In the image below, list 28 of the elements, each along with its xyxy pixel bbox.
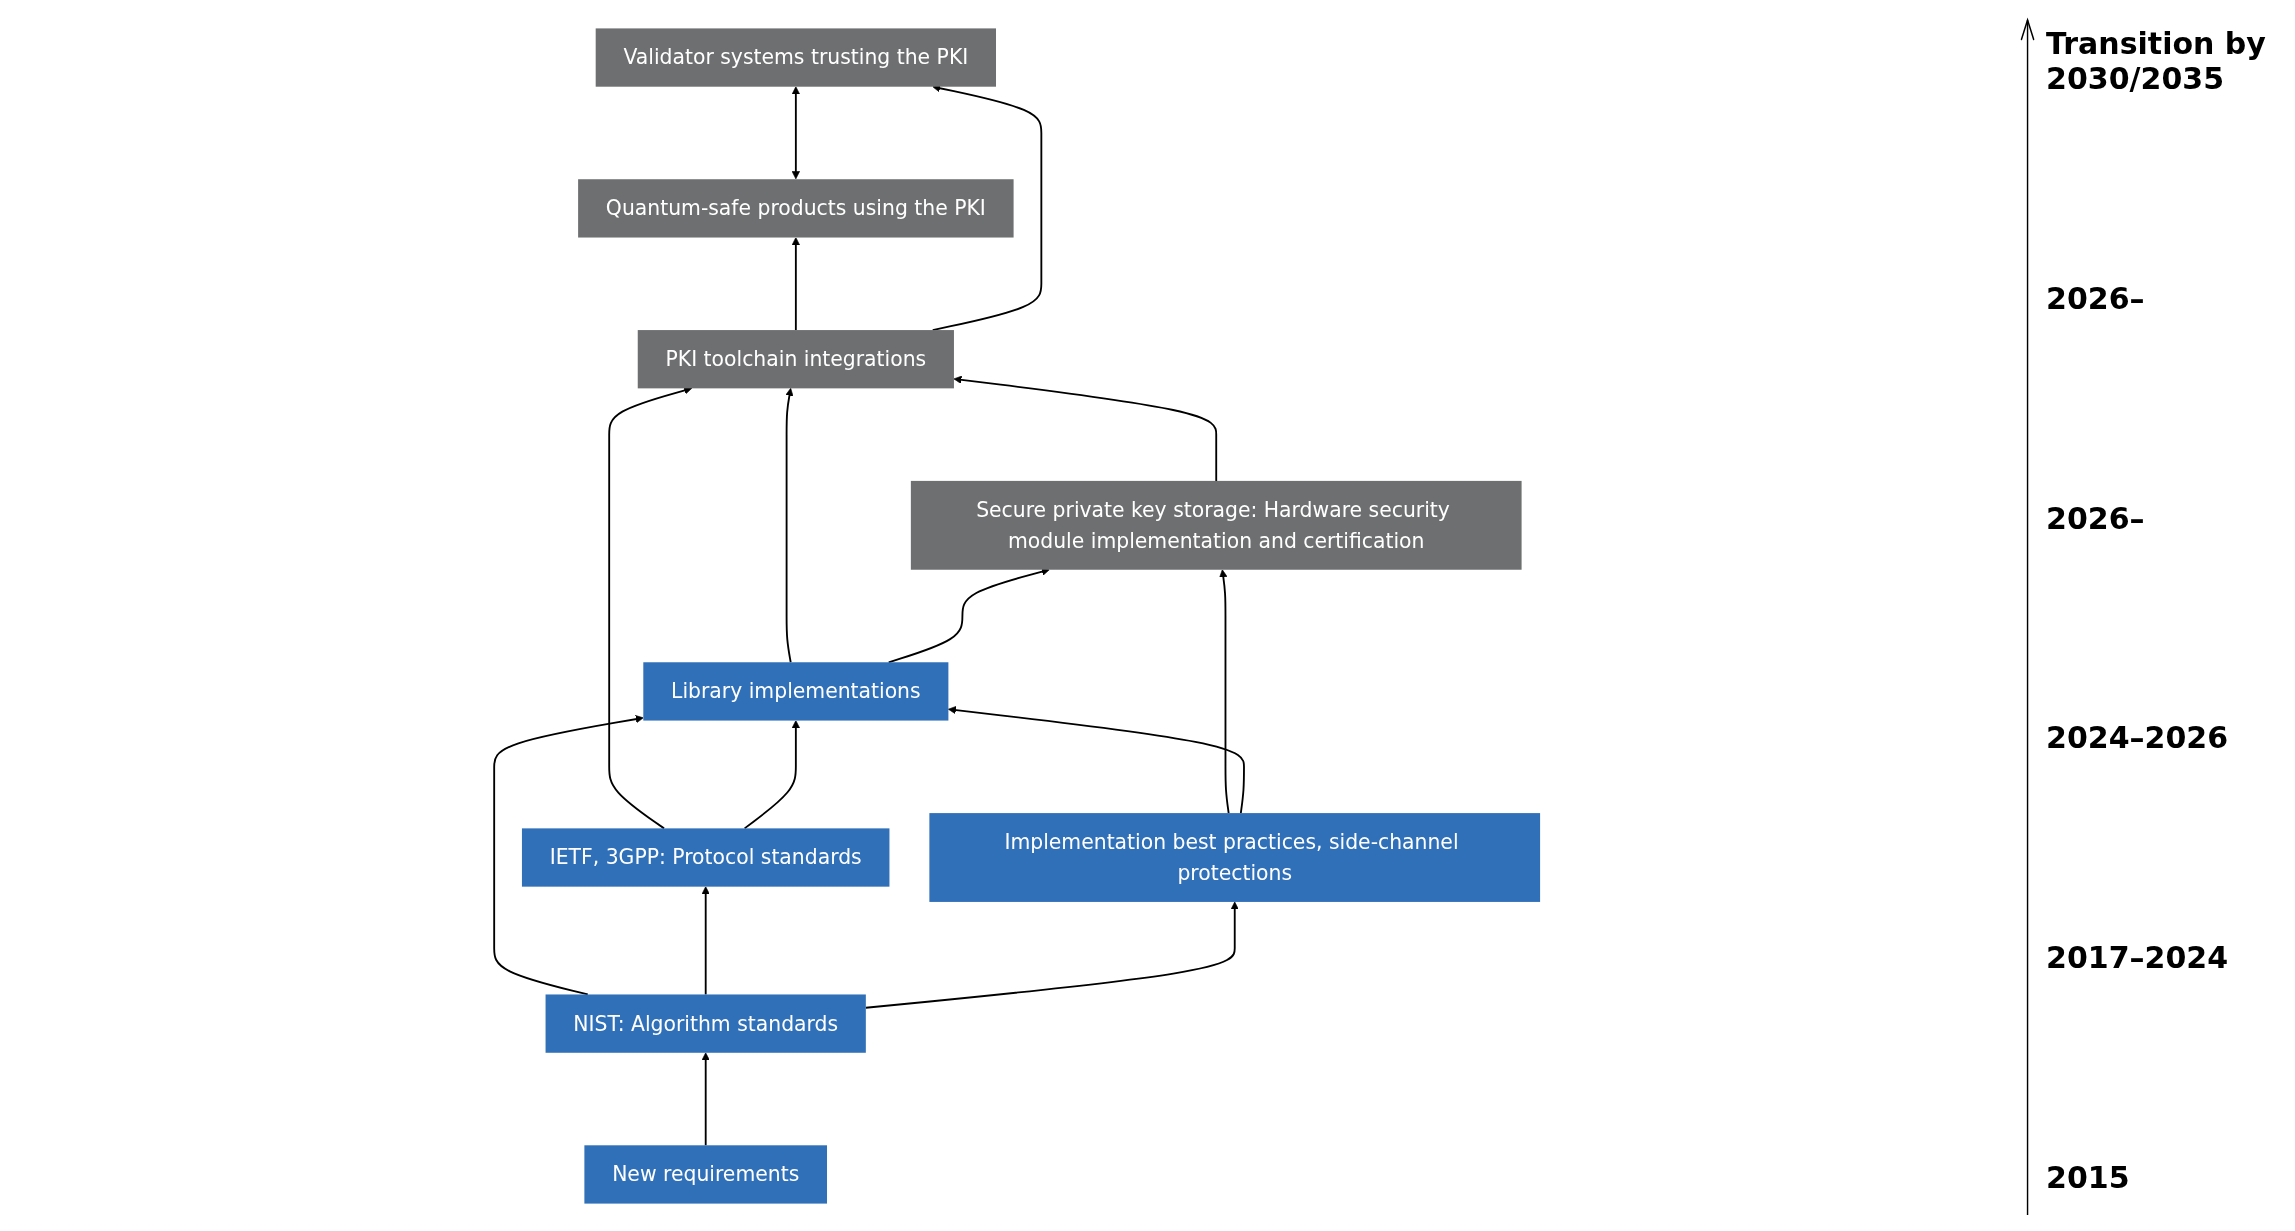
arrow	[744, 719, 801, 829]
arrow	[493, 714, 645, 995]
node-box: Quantum-safe products using the PKI	[578, 178, 1014, 238]
arrow	[888, 567, 1051, 663]
arrow	[702, 1051, 711, 1146]
node-box: PKI toolchain integrations	[638, 329, 955, 388]
timeline-label: 2024–2026	[2046, 720, 2230, 756]
arrow	[953, 375, 1218, 482]
arrow	[1219, 568, 1230, 814]
node-box: IETF, 3GPP: Protocol standards	[522, 827, 890, 887]
arrow	[948, 705, 1246, 814]
arrow	[608, 385, 693, 829]
arrow	[792, 236, 801, 331]
timeline-label: 2026–	[2046, 280, 2146, 316]
timeline-label: Transition by 2030/2035	[2046, 26, 2267, 96]
arrow	[792, 85, 801, 179]
node-box: Secure private key storage: Hardware security module implementation and certification	[911, 480, 1522, 570]
node-box: Library implementations	[643, 661, 949, 721]
arrow	[785, 387, 794, 663]
timeline-label: 2017–2024	[2046, 940, 2230, 976]
arrow	[865, 901, 1240, 1009]
timeline-label: 2015	[2046, 1160, 2131, 1195]
node-box: New requirements	[584, 1144, 828, 1204]
arrow	[702, 885, 711, 995]
timeline-label: 2026–	[2046, 500, 2146, 536]
node-box: Validator systems trusting the PKI	[596, 27, 997, 87]
node-box: NIST: Algorithm standards	[545, 993, 867, 1053]
node-box: Implementation best practices, side-channel protections	[929, 812, 1541, 902]
